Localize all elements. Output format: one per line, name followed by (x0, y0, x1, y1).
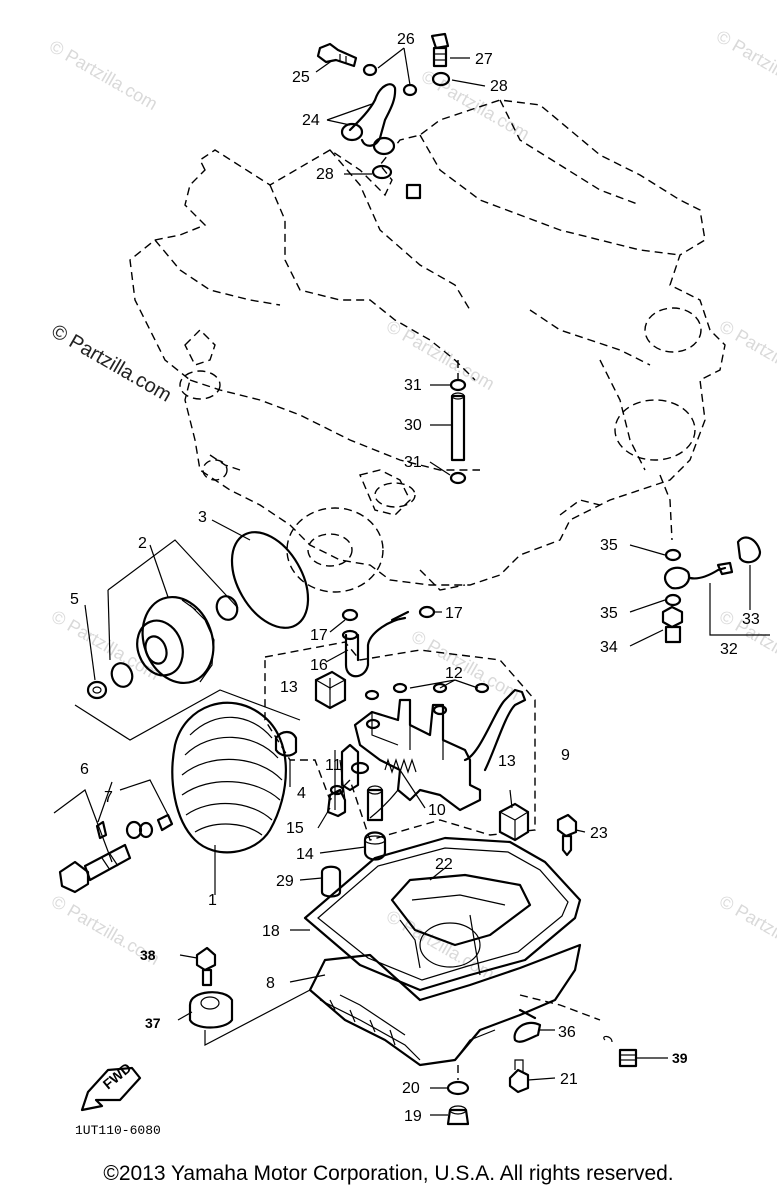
watermark: © Partzilla.com (46, 36, 161, 114)
oil-delivery-parts-top (316, 32, 451, 200)
callout-37: 37 (145, 1015, 161, 1031)
callouts: 1 2 3 4 5 6 7 8 9 10 11 12 13 13 14 15 1… (70, 31, 760, 1125)
watermark: © Partzilla.com (716, 316, 777, 394)
callout-28b: 28 (316, 166, 334, 183)
watermark: © Partzilla.com (383, 316, 498, 394)
watermarks: © Partzilla.com © Partzilla.com © Partzi… (46, 26, 777, 984)
callout-17b: 17 (445, 605, 463, 622)
callout-15: 15 (286, 820, 304, 837)
callout-38: 38 (140, 947, 156, 963)
strainer-assembly (264, 641, 536, 842)
callout-1: 1 (208, 892, 217, 909)
callout-29: 29 (276, 873, 294, 890)
callout-13b: 13 (498, 753, 516, 770)
callout-21: 21 (560, 1071, 578, 1088)
callout-24: 24 (302, 112, 320, 129)
bolt-23 (556, 813, 578, 857)
oil-pipe-30 (449, 360, 467, 485)
filter-assembly (74, 531, 310, 741)
watermark: © Partzilla.com (408, 626, 523, 704)
callout-20: 20 (402, 1080, 420, 1097)
hose-16 (341, 605, 436, 678)
callout-34: 34 (600, 639, 618, 656)
watermark: © Partzilla.com (713, 26, 777, 104)
callout-30: 30 (404, 417, 422, 434)
callout-36: 36 (558, 1024, 576, 1041)
oil-pan (303, 836, 638, 1126)
callout-14: 14 (296, 846, 314, 863)
filter-bolt-set (53, 779, 174, 894)
diagram-code: 1UT110-6080 (75, 1123, 161, 1138)
callout-35b: 35 (600, 605, 618, 622)
callout-9: 9 (561, 747, 570, 764)
callout-23: 23 (590, 825, 608, 842)
callout-18: 18 (262, 923, 280, 940)
callout-5: 5 (70, 591, 79, 608)
watermark: © Partzilla.com (418, 66, 533, 144)
callout-19: 19 (404, 1108, 422, 1125)
fwd-label: FWD (100, 1060, 135, 1093)
callout-13: 13 (280, 679, 298, 696)
bracket-37-38 (188, 946, 311, 1046)
callout-25: 25 (292, 69, 310, 86)
callout-31: 31 (404, 377, 422, 394)
callout-22: 22 (435, 856, 453, 873)
callout-17: 17 (310, 627, 328, 644)
callout-32: 32 (720, 641, 738, 658)
oil-level-switch (661, 536, 770, 644)
callout-8: 8 (266, 975, 275, 992)
leader-lines (84, 47, 751, 1116)
callout-11: 11 (325, 757, 342, 774)
callout-7: 7 (104, 789, 113, 806)
dowel-pin (320, 865, 342, 898)
fittings-14-15 (326, 784, 387, 861)
callout-12: 12 (445, 665, 463, 682)
callout-2: 2 (138, 535, 147, 552)
callout-33: 33 (742, 611, 760, 628)
fwd-arrow: FWD (80, 1060, 142, 1112)
callout-26: 26 (397, 31, 415, 48)
copyright-notice: ©2013 Yamaha Motor Corporation, U.S.A. A… (103, 1162, 674, 1185)
filter-cover (171, 701, 298, 895)
callout-39: 39 (672, 1050, 688, 1066)
callout-3: 3 (198, 509, 207, 526)
callout-28: 28 (490, 78, 508, 95)
callout-35: 35 (600, 537, 618, 554)
callout-31b: 31 (404, 454, 422, 471)
engine-crankcase (129, 99, 726, 593)
callout-27: 27 (475, 51, 493, 68)
callout-16: 16 (310, 657, 328, 674)
watermark-dark: © Partzilla.com (48, 320, 176, 406)
callout-10: 10 (428, 802, 446, 819)
watermark: © Partzilla.com (716, 891, 777, 969)
callout-6: 6 (80, 761, 89, 778)
callout-4: 4 (297, 785, 306, 802)
